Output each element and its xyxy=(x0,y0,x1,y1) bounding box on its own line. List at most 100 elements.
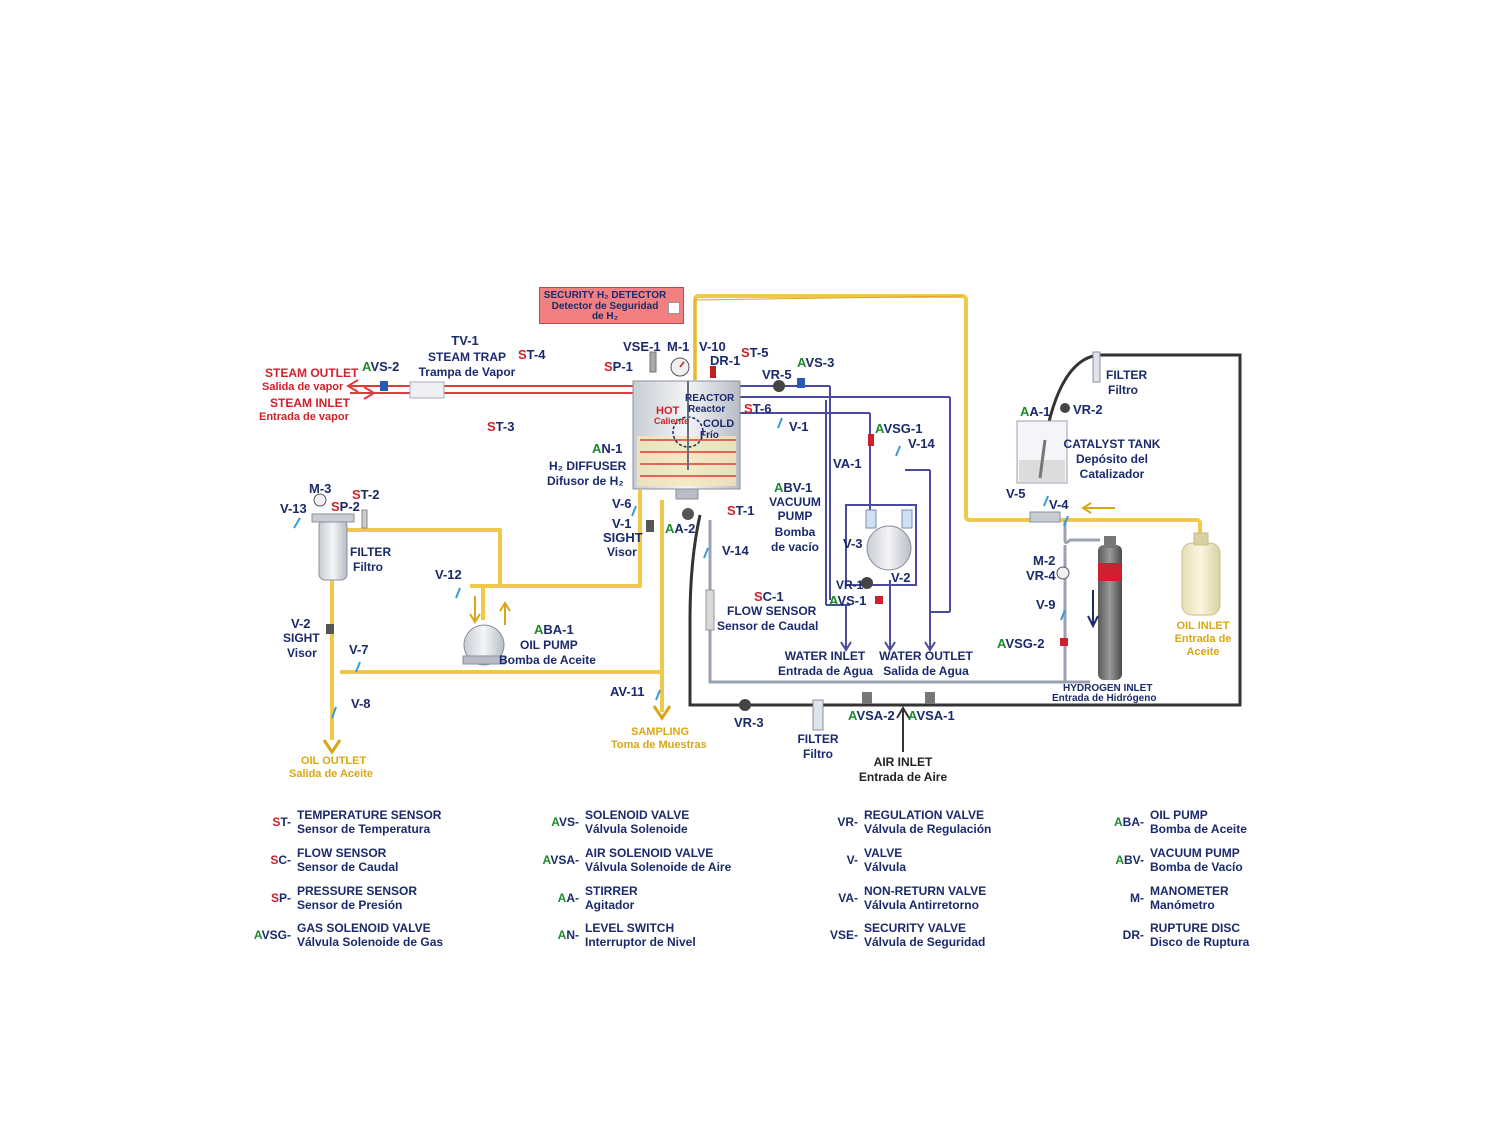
avsa2-tag: AVSA-2 xyxy=(848,708,895,723)
m1-tag: M-1 xyxy=(667,339,690,354)
oil-filter-es: Filtro xyxy=(353,560,383,574)
legend-label-en: TEMPERATURE SENSOR xyxy=(297,808,442,822)
oil-outlet-label: OIL OUTLET xyxy=(301,755,367,767)
steam-trap-label: STEAM TRAP xyxy=(428,350,506,364)
v2-oil-tag: V-2 xyxy=(291,616,311,631)
oil-pipes-outline xyxy=(694,295,963,380)
legend-label-en: GAS SOLENOID VALVE xyxy=(297,921,431,935)
legend-label-es: Sensor de Caudal xyxy=(297,860,399,874)
catalyst-tank-es2: Catalizador xyxy=(1079,467,1145,481)
sp1-tag: SP-1 xyxy=(604,359,633,374)
steam-trap-shape xyxy=(409,381,445,399)
v12-tag: V-12 xyxy=(435,567,462,582)
hydrogen-cylinder xyxy=(1098,536,1122,680)
legend-label-es: Sensor de Presión xyxy=(297,898,403,912)
air-inlet-label: AIR INLET xyxy=(873,755,933,769)
legend-label-en: SOLENOID VALVE xyxy=(585,808,690,822)
legend-label-es: Válvula de Seguridad xyxy=(864,935,986,949)
sight-v1-shape xyxy=(646,520,654,532)
reactor-es: Reactor xyxy=(688,404,726,415)
legend-label-en: MANOMETER xyxy=(1150,884,1229,898)
avs3-tag: AVS-3 xyxy=(797,355,835,370)
manometer-m2 xyxy=(1056,566,1070,580)
v10-tag: V-10 xyxy=(699,339,726,354)
detector-line2: Detector de Seguridad xyxy=(551,301,659,312)
rupture-disc-shape xyxy=(710,366,716,378)
v3-tag: V-3 xyxy=(843,536,863,551)
legend-code: VSE- xyxy=(829,928,858,942)
legend-label-en: PRESSURE SENSOR xyxy=(297,884,418,898)
vr3-tag: VR-3 xyxy=(734,715,764,730)
sight-v2-shape xyxy=(326,624,334,634)
air-pipes xyxy=(688,353,1242,707)
oil-filter-label: FILTER xyxy=(350,545,392,559)
sp2-tag: SP-2 xyxy=(331,499,360,514)
an1-tag: AN-1 xyxy=(592,441,623,456)
hot-label: HOT xyxy=(656,405,680,417)
oil-pump-label: OIL PUMP xyxy=(520,638,578,652)
v6-tag: V-6 xyxy=(612,496,632,511)
v7-tag: V-7 xyxy=(349,642,369,657)
legend-label-en: FLOW SENSOR xyxy=(297,846,387,860)
legend-label-en: RUPTURE DISC xyxy=(1150,921,1241,935)
st2-tag: ST-2 xyxy=(352,487,380,502)
tv1-tag: TV-1 xyxy=(451,333,479,348)
legend-label-es: Interruptor de Nivel xyxy=(585,935,696,949)
vr1-tag: VR-1 xyxy=(836,578,864,592)
sight-v2-es: Visor xyxy=(287,646,317,660)
v8-tag: V-8 xyxy=(351,696,371,711)
legend-label-en: VACUUM PUMP xyxy=(1150,846,1240,860)
legend-code: VA- xyxy=(838,891,858,905)
avs1-tag: AVS-1 xyxy=(829,593,867,608)
aa1-tag: AA-1 xyxy=(1020,404,1051,419)
legend-label-en: NON-RETURN VALVE xyxy=(864,884,987,898)
legend-label-es: Válvula Solenoide de Aire xyxy=(585,860,732,874)
flow-sensor-label: FLOW SENSOR xyxy=(727,604,817,618)
catalyst-filter-es: Filtro xyxy=(1108,383,1138,397)
vr2-knob xyxy=(1060,403,1070,413)
legend-code: VR- xyxy=(837,815,858,829)
air-inlet-arrow xyxy=(896,706,910,752)
va1-tag: VA-1 xyxy=(833,456,862,471)
security-h2-detector: SECURITY H₂ DETECTOR Detector de Segurid… xyxy=(539,287,684,324)
aa2-tag: AA-2 xyxy=(665,521,696,536)
air-filter-shape xyxy=(812,699,824,731)
oil-pump-arrows xyxy=(469,596,511,625)
legend-label-es: Disco de Ruptura xyxy=(1150,935,1250,949)
legend-code: AVSA- xyxy=(542,853,579,867)
legend-code: DR- xyxy=(1122,928,1144,942)
legend-label-en: LEVEL SWITCH xyxy=(585,921,675,935)
oil-filter-body xyxy=(311,493,368,581)
avsg1-tag: AVSG-1 xyxy=(875,421,923,436)
steam-inlet-es: Entrada de vapor xyxy=(259,411,349,423)
legend-code: ST- xyxy=(272,815,291,829)
legend-label-es: Manómetro xyxy=(1150,898,1215,912)
water-inlet-label: WATER INLET xyxy=(784,649,866,663)
sampling-arrow xyxy=(652,705,672,721)
legend-label-es: Válvula Antirretorno xyxy=(864,898,979,912)
vr5-knob xyxy=(773,380,785,392)
steam-pipes xyxy=(346,379,640,400)
legend-label-en: OIL PUMP xyxy=(1150,808,1208,822)
flow-sensor-es: Sensor de Caudal xyxy=(717,619,819,633)
legend-code: M- xyxy=(1130,891,1144,905)
legend-code: ABV- xyxy=(1115,853,1144,867)
abv1-tag: ABV-1 xyxy=(774,480,813,495)
legend-code: V- xyxy=(846,853,858,867)
m2-tag: M-2 xyxy=(1033,553,1056,568)
legend-label-en: SECURITY VALVE xyxy=(864,921,967,935)
legend-code: SC- xyxy=(270,853,291,867)
h2-diffuser-label: H₂ DIFFUSER xyxy=(549,459,627,473)
catalyst-tank-es1: Depósito del xyxy=(1075,452,1148,466)
catalyst-tank-label: CATALYST TANK xyxy=(1063,437,1161,451)
